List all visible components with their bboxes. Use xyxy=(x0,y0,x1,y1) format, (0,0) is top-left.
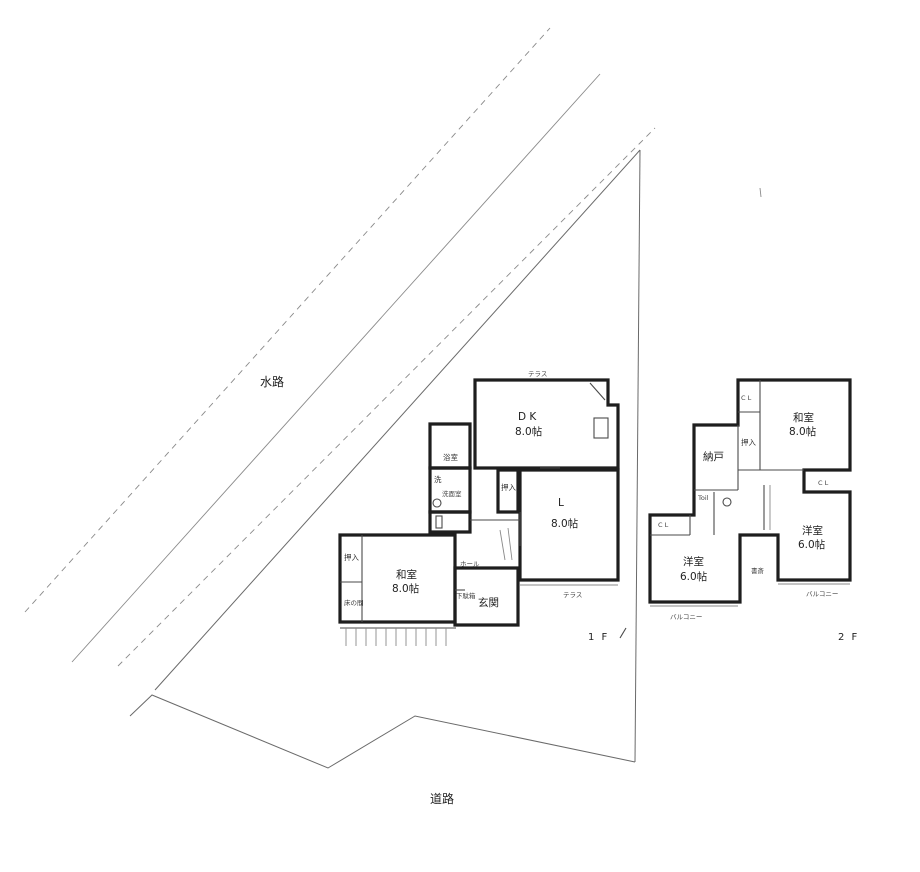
f2-cl-right-label: C L xyxy=(818,479,829,487)
canal-lines xyxy=(24,27,656,667)
engawa-hatching xyxy=(340,627,456,646)
f2-storage-label: 納戸 xyxy=(703,450,724,463)
f1-living-size: 8.0帖 xyxy=(551,517,579,530)
f2-toilet-label: Toil xyxy=(697,494,709,502)
f1-living-name: L xyxy=(558,497,564,509)
f2-youshitsu-right-name: 洋室 xyxy=(802,524,823,537)
f1-terrace-top-label: テラス xyxy=(528,370,547,378)
f1-terrace-bottom-label: テラス xyxy=(563,591,582,599)
f2-washitsu-name: 和室 xyxy=(793,411,814,424)
lot-boundary xyxy=(129,149,641,769)
f2-oshiire-label: 押入 xyxy=(741,437,756,447)
f2-balcony-right-label: バルコニー xyxy=(806,590,838,598)
floor-2-label: 2 F xyxy=(838,632,859,643)
f1-tokonoma-label: 床の間 xyxy=(344,598,364,607)
f2-cl-left-label: C L xyxy=(658,521,669,529)
f1-dk-size: 8.0帖 xyxy=(515,425,543,438)
floor-2-plan xyxy=(648,187,852,607)
f1-hall-label: ホール xyxy=(460,560,480,568)
f1-entrance-label: 玄関 xyxy=(478,596,499,609)
f2-youshitsu-left-name: 洋室 xyxy=(683,555,704,568)
floor-1-plan xyxy=(338,378,627,646)
f1-dk-name: D K xyxy=(518,411,537,423)
f1-wash-label: 洗 xyxy=(434,474,442,484)
f1-shoebox-label: 下駄箱 xyxy=(456,591,476,600)
f1-oshiire-living-label: 押入 xyxy=(501,482,516,492)
f2-youshitsu-left-size: 6.0帖 xyxy=(680,570,708,583)
f2-study-label: 書斎 xyxy=(751,566,765,575)
f1-bath-label: 浴室 xyxy=(443,452,458,462)
road-label: 道路 xyxy=(430,791,454,806)
f1-washitsu-name: 和室 xyxy=(396,568,417,581)
f2-washitsu-size: 8.0帖 xyxy=(789,425,817,438)
f2-cl-top-label: C L xyxy=(741,394,752,402)
f2-balcony-left-label: バルコニー xyxy=(670,613,702,621)
floor-1-label: 1 F xyxy=(588,632,609,643)
f1-washitsu-size: 8.0帖 xyxy=(392,582,420,595)
f2-youshitsu-right-size: 6.0帖 xyxy=(798,538,826,551)
f1-oshiire-washitsu-label: 押入 xyxy=(344,552,359,562)
canal-label: 水路 xyxy=(260,374,284,389)
f1-washroom-label: 洗面室 xyxy=(442,489,462,498)
